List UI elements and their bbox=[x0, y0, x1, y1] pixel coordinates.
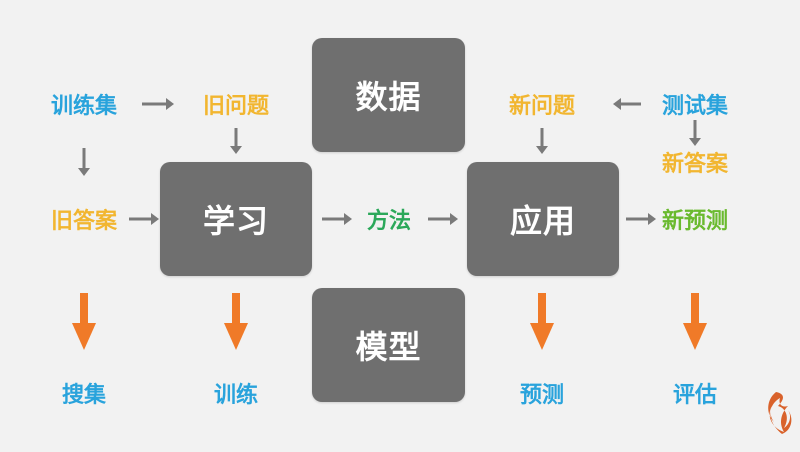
orange-arrow-collect bbox=[72, 293, 96, 350]
logo-icon bbox=[768, 392, 792, 434]
new-question-label: 新问题 bbox=[508, 94, 576, 119]
new-prediction-label: 新预测 bbox=[661, 209, 729, 234]
old-question-label: 旧问题 bbox=[202, 94, 270, 119]
data-box: 数据 bbox=[312, 38, 465, 152]
predict-label: 预测 bbox=[519, 383, 565, 408]
new-answer-label: 新答案 bbox=[661, 152, 729, 177]
learn-box-label: 学习 bbox=[202, 202, 269, 240]
model-box-label: 模型 bbox=[355, 328, 422, 366]
apply-box-label: 应用 bbox=[509, 202, 576, 240]
train-label: 训练 bbox=[213, 383, 259, 408]
apply-box: 应用 bbox=[467, 162, 619, 276]
evaluate-label: 评估 bbox=[672, 383, 718, 408]
old-answer-label: 旧答案 bbox=[50, 209, 118, 234]
orange-arrow-evaluate bbox=[683, 293, 707, 350]
orange-arrow-predict bbox=[530, 293, 554, 350]
train-set-label: 训练集 bbox=[50, 94, 118, 119]
test-set-label: 测试集 bbox=[661, 94, 729, 119]
method-label: 方法 bbox=[366, 209, 412, 234]
learn-box: 学习 bbox=[160, 162, 312, 276]
collect-label: 搜集 bbox=[61, 383, 107, 408]
data-box-label: 数据 bbox=[355, 78, 422, 116]
model-box: 模型 bbox=[312, 288, 465, 402]
orange-arrow-train bbox=[224, 293, 248, 350]
